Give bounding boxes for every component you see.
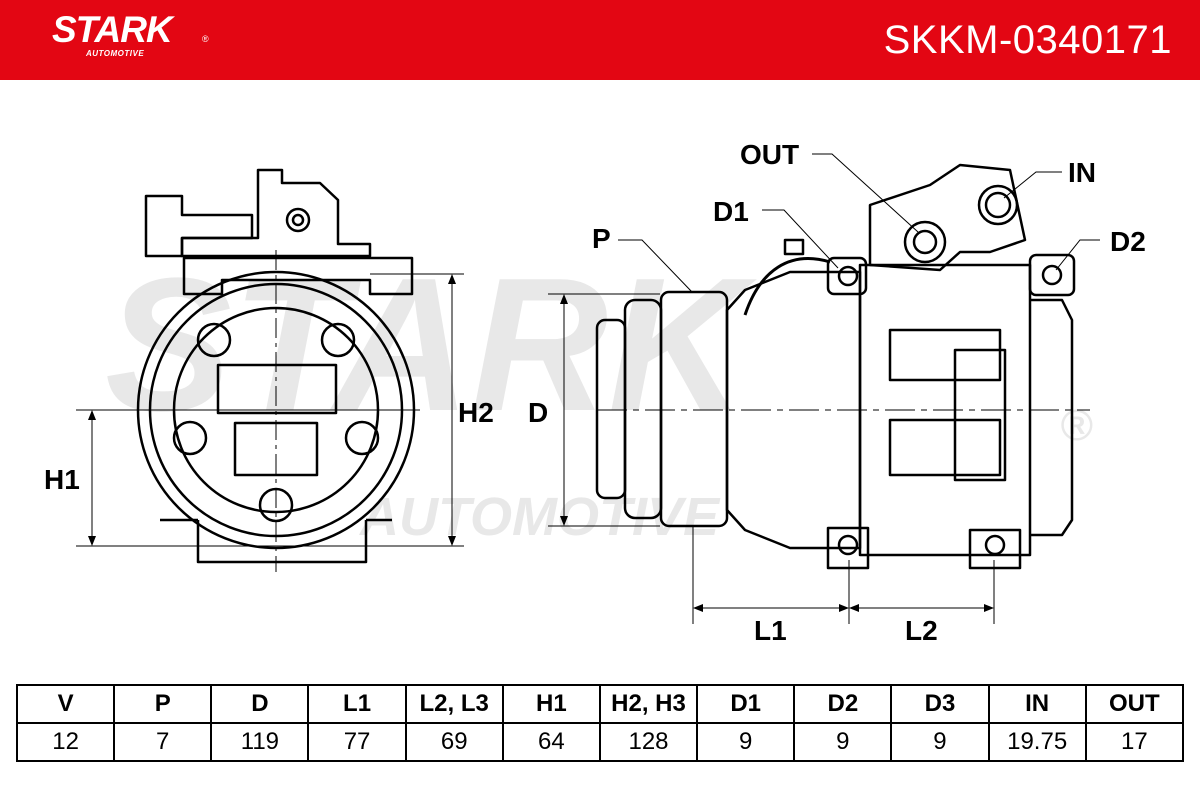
specs-header-cell: V	[15, 684, 116, 724]
header-bar: STARK ® AUTOMOTIVE SKKM-0340171	[0, 0, 1200, 80]
specs-header-cell: OUT	[1084, 684, 1185, 724]
specs-header-cell: D1	[696, 684, 796, 724]
label-in: IN	[1068, 157, 1096, 188]
label-d1: D1	[713, 196, 749, 227]
specs-value-cell: 119	[210, 722, 310, 762]
specs-value-cell: 17	[1084, 722, 1185, 762]
specs-value-cell: 77	[307, 722, 407, 762]
specs-header-cell: L2, L3	[404, 684, 504, 724]
specs-header-cell: D	[210, 684, 310, 724]
specs-value-cell: 7	[113, 722, 213, 762]
specs-value-cell: 69	[404, 722, 504, 762]
watermark-reg: ®	[1060, 401, 1093, 450]
specs-value-cell: 9	[890, 722, 990, 762]
specs-table: V P D L1 L2, L3 H1 H2, H3 D1 D2 D3 IN OU…	[15, 684, 1185, 762]
specs-value-row: 12 7 119 77 69 64 128 9 9 9 19.75 17	[15, 722, 1185, 762]
label-p: P	[592, 223, 611, 254]
specs-value-cell: 9	[696, 722, 796, 762]
compressor-drawing: STARK AUTOMOTIVE ®	[44, 139, 1146, 646]
specs-value-cell: 128	[598, 722, 699, 762]
label-h1: H1	[44, 464, 80, 495]
brand-registered-mark: ®	[202, 34, 209, 44]
watermark-brand: STARK	[105, 239, 757, 451]
brand-logo: STARK ® AUTOMOTIVE	[52, 10, 212, 68]
specs-header-row: V P D L1 L2, L3 H1 H2, H3 D1 D2 D3 IN OU…	[15, 684, 1185, 724]
specs-header-cell: H1	[501, 684, 601, 724]
brand-subtitle: AUTOMOTIVE	[86, 49, 145, 58]
specs-value-cell: 12	[15, 722, 116, 762]
specs-header-cell: H2, H3	[598, 684, 699, 724]
label-l2: L2	[905, 615, 938, 646]
specs-header-cell: D2	[793, 684, 893, 724]
watermark-subtitle: AUTOMOTIVE	[358, 487, 721, 547]
specs-value-cell: 9	[793, 722, 893, 762]
brand-name: STARK	[52, 9, 173, 50]
specs-header-cell: IN	[987, 684, 1087, 724]
specs-value-cell: 19.75	[987, 722, 1087, 762]
specs-header-cell: L1	[307, 684, 407, 724]
specs-header-cell: P	[113, 684, 213, 724]
specs-header-cell: D3	[890, 684, 990, 724]
label-d2: D2	[1110, 226, 1146, 257]
label-out: OUT	[740, 139, 799, 170]
specs-value-cell: 64	[501, 722, 601, 762]
part-number: SKKM-0340171	[883, 18, 1172, 62]
label-d: D	[528, 397, 548, 428]
label-l1: L1	[754, 615, 787, 646]
label-h2: H2	[458, 397, 494, 428]
